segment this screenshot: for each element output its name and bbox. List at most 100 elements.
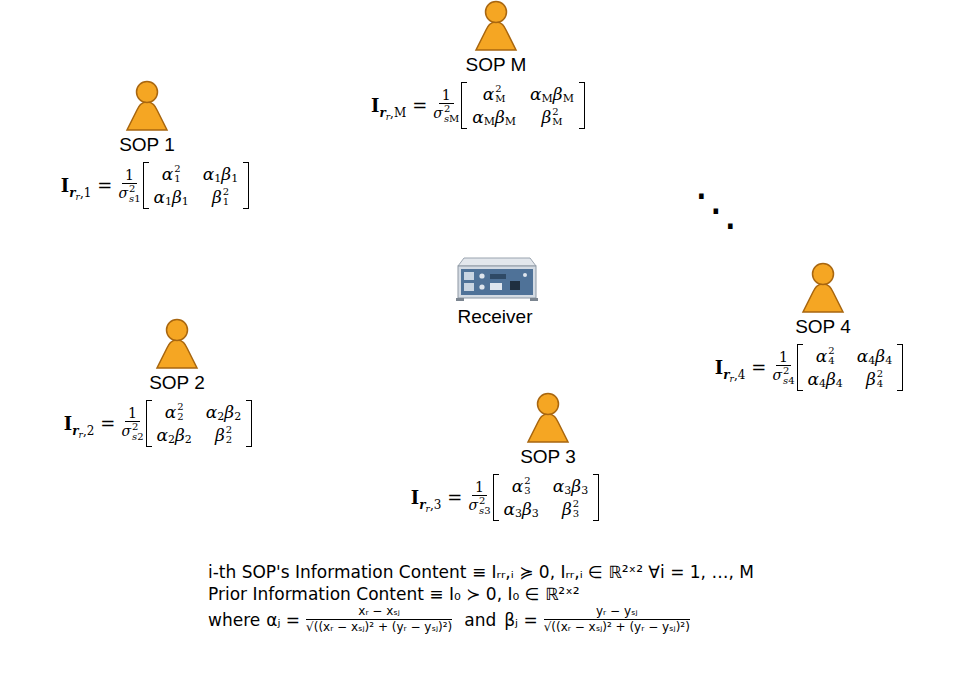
matrix-cell: α23	[504, 476, 539, 496]
information-matrix-equation: Irr,4=1σ2s4α24α4β4α4β4β24	[715, 344, 903, 391]
right-bracket	[593, 474, 599, 521]
equals-sign: =	[100, 413, 115, 434]
sop-symbol: s	[129, 193, 134, 204]
definition-text: and	[464, 610, 496, 630]
subscript: 3	[532, 507, 539, 520]
beta: β	[172, 187, 182, 207]
beta-definition: βⱼ =	[504, 610, 537, 630]
subscript: M	[495, 94, 505, 104]
sigma: σ	[468, 497, 478, 513]
receiver-device	[452, 254, 538, 304]
matrix: α24α4β4α4β4β24	[797, 344, 904, 391]
alpha: α	[553, 476, 564, 496]
superscript: 2	[174, 164, 180, 174]
receiver-index: r	[426, 504, 430, 514]
matrix-grid: α22α2β2α2β2β22	[152, 400, 247, 447]
matrix-symbol: Irr,1	[61, 175, 92, 196]
sop-index: 1	[134, 193, 140, 204]
matrix-cell: α3β3	[553, 476, 588, 496]
matrix-grid: α23α3β3α3β3β23	[499, 474, 594, 521]
superscript: 2	[479, 496, 491, 506]
denominator: σ2s3	[468, 496, 490, 516]
beta: β	[541, 107, 551, 127]
right-bracket	[579, 82, 585, 129]
alpha-definition: αⱼ =	[266, 610, 300, 630]
subscript: 1	[174, 174, 180, 184]
superscript: 2	[828, 346, 834, 356]
subscript: s4	[783, 376, 795, 386]
script-stack: 24	[877, 369, 883, 389]
numerator: 1	[439, 87, 454, 104]
matrix-name: I	[715, 357, 723, 378]
direction-cosines: whereαⱼ =xᵣ − xₛⱼ√((xᵣ − xₛⱼ)² + (yᵣ − y…	[208, 604, 696, 635]
matrix-name: I	[411, 487, 419, 508]
left-bracket	[797, 344, 803, 391]
subscript: 3	[581, 484, 588, 497]
alpha: α	[206, 402, 217, 422]
beta: β	[571, 476, 581, 496]
position-vector: r	[69, 186, 75, 200]
sop-node: SOP 3Irr,3=1σ2s3α23α3β3α3β3β23	[454, 392, 642, 521]
person-icon	[124, 80, 170, 132]
continuation-dots: ⋱	[694, 184, 738, 235]
subscript: M	[552, 117, 562, 127]
sop-label: SOP 3	[520, 446, 576, 468]
sigma: σ	[772, 367, 782, 383]
receiver-node: Receiver	[452, 254, 538, 328]
subscript: M	[563, 92, 574, 105]
receiver-index: r	[76, 192, 80, 202]
matrix-name: I	[61, 175, 69, 196]
script-stack: 2s3	[479, 496, 491, 516]
subscript: 4	[819, 377, 826, 390]
subscript: 1	[182, 195, 189, 208]
script-stack: 2s4	[783, 366, 795, 386]
superscript: 2	[552, 107, 562, 117]
superscript: 2	[129, 184, 141, 194]
sop-symbol: s	[479, 505, 484, 516]
information-matrix-equation: Irr,1=1σ2s1α21α1β1α1β1β21	[61, 162, 249, 209]
fraction: 1σ2s1	[118, 167, 140, 204]
left-bracket	[146, 400, 152, 447]
subscript: 3	[524, 486, 530, 496]
matrix-symbol: Irr,3	[411, 487, 442, 508]
matrix-grid: α21α1β1α1β1β21	[149, 162, 244, 209]
matrix-cell: α2M	[472, 84, 516, 104]
sop-index: ,4	[734, 368, 745, 382]
matrix-name: I	[64, 413, 72, 434]
right-bracket	[246, 400, 252, 447]
matrix-cell: β23	[553, 499, 588, 519]
beta: β	[212, 187, 222, 207]
sop-label: SOP M	[466, 54, 527, 76]
sop-index: 2	[137, 431, 143, 442]
subscript: 2	[185, 433, 192, 446]
equals-sign: =	[97, 175, 112, 196]
sop-symbol: s	[444, 113, 449, 124]
position-vector: r	[72, 424, 78, 438]
right-bracket	[243, 162, 249, 209]
matrix-cell: αMβM	[472, 107, 516, 127]
script-stack: 21	[223, 187, 229, 207]
sop-index: ,3	[430, 498, 441, 512]
matrix-cell: α22	[157, 402, 192, 422]
alpha: α	[483, 84, 494, 104]
matrix-cell: α3β3	[504, 499, 539, 519]
superscript: 2	[444, 104, 459, 114]
sop-index: M	[449, 113, 459, 124]
sop-label: SOP 2	[149, 372, 205, 394]
alpha: α	[512, 476, 523, 496]
matrix-symbol: Irr,M	[371, 95, 406, 116]
beta: β	[522, 499, 532, 519]
numerator: yᵣ − yₛⱼ	[544, 604, 690, 620]
subscript: 4	[877, 379, 883, 389]
receiver-index: r	[730, 374, 734, 384]
sigma: σ	[433, 105, 443, 121]
superscript: 2	[783, 366, 795, 376]
matrix-cell: α21	[154, 164, 189, 184]
alpha: α	[816, 346, 827, 366]
superscript: 2	[495, 84, 505, 94]
subscript: 4	[828, 356, 834, 366]
information-matrix-equation: Irr,3=1σ2s3α23α3β3α3β3β23	[411, 474, 599, 521]
beta: β	[221, 164, 231, 184]
fraction: 1σ2sM	[433, 87, 459, 124]
left-bracket	[461, 82, 467, 129]
